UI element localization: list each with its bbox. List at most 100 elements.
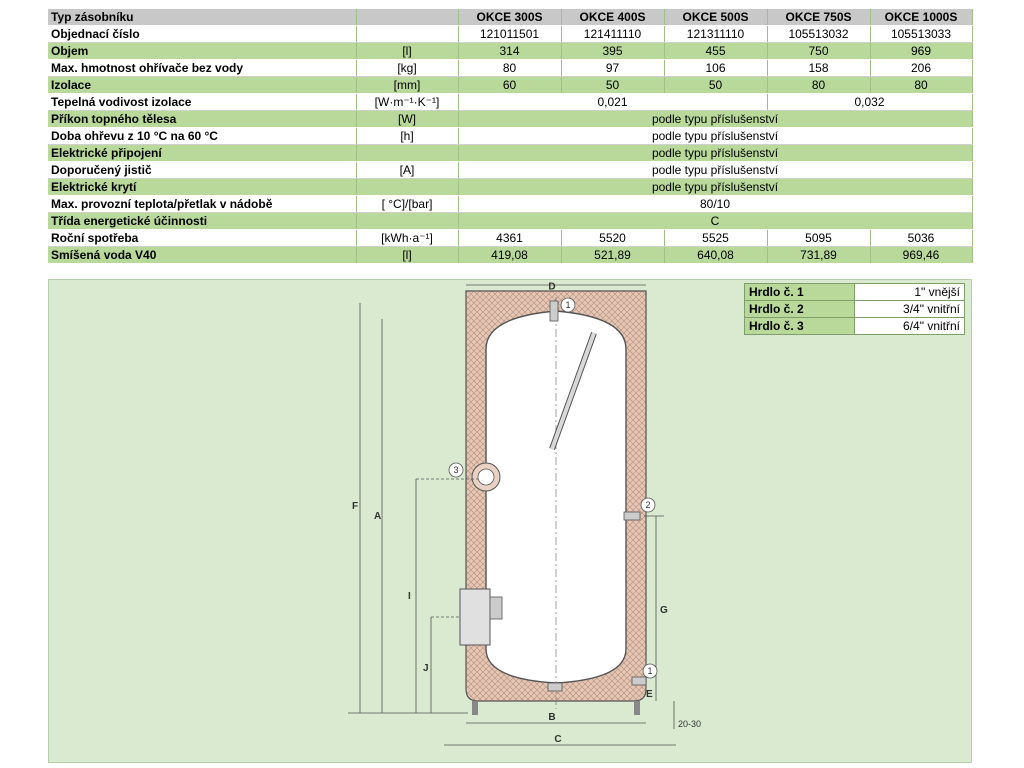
row-unit: [l] (356, 246, 459, 264)
row-unit: [h] (356, 127, 459, 145)
row-value: 80 (870, 76, 973, 94)
callout-1-bottom: 1 (647, 666, 652, 676)
dim-label-c: C (554, 734, 561, 745)
callout-2-icon (640, 497, 656, 513)
row-unit: [mm] (356, 76, 459, 94)
dim-label-g: G (660, 605, 668, 616)
hrdlo-value: 3/4" vnitřní (854, 300, 965, 318)
row-value: 97 (561, 59, 665, 77)
row-value: 80/10 (458, 195, 973, 213)
tank-diagram: D F A I J G E B C 20-30 1 2 3 1 (348, 281, 701, 746)
row-value: 80 (767, 76, 871, 94)
row-value: 5095 (767, 229, 871, 247)
row-value: 750 (767, 42, 871, 60)
row-value: 419,08 (458, 246, 562, 264)
row-unit: [ °C]/[bar] (356, 195, 459, 213)
model-column-header: OKCE 750S (767, 9, 871, 26)
row-label: Smíšená voda V40 (48, 246, 357, 264)
port-1-bottom (631, 676, 647, 686)
model-column-header: OKCE 400S (561, 9, 665, 26)
row-value: 121411110 (561, 25, 665, 43)
header-label: Typ zásobníku (48, 9, 357, 26)
callout-3-icon (448, 462, 464, 478)
row-unit: [A] (356, 161, 459, 179)
row-value: C (458, 212, 973, 230)
row-value: 969,46 (870, 246, 973, 264)
row-label: Max. hmotnost ohřívače bez vody (48, 59, 357, 77)
row-value: 121011501 (458, 25, 562, 43)
row-label: Objednací číslo (48, 25, 357, 43)
callout-2: 2 (645, 500, 650, 510)
row-value: podle typu příslušenství (458, 178, 973, 196)
dim-label-f: F (352, 501, 358, 512)
row-value: 455 (664, 42, 768, 60)
table-row: Doporučený jistič[A]podle typu příslušen… (48, 161, 973, 179)
row-label: Elektrické krytí (48, 178, 357, 196)
row-unit (356, 25, 459, 43)
callout-1-top: 1 (565, 300, 570, 310)
row-value: 731,89 (767, 246, 871, 264)
row-unit: [kg] (356, 59, 459, 77)
row-label: Objem (48, 42, 357, 60)
row-value: 50 (561, 76, 665, 94)
callout-3: 3 (453, 465, 458, 475)
row-value: 395 (561, 42, 665, 60)
heater-flange (459, 588, 491, 646)
model-column-header: OKCE 300S (458, 9, 562, 26)
row-value: podle typu příslušenství (458, 161, 973, 179)
hrdlo-label: Hrdlo č. 3 (744, 317, 855, 335)
top-pipe (549, 300, 559, 322)
table-row: Elektrické krytí podle typu příslušenství (48, 178, 973, 196)
row-label: Elektrické připojení (48, 144, 357, 162)
row-value: 105513032 (767, 25, 871, 43)
row-value: 121311110 (664, 25, 768, 43)
callout-1-top-icon (560, 297, 576, 313)
row-unit: [W] (356, 110, 459, 128)
row-unit: [kWh·a⁻¹] (356, 229, 459, 247)
row-value: 50 (664, 76, 768, 94)
port-2 (623, 511, 641, 521)
hrdlo-label: Hrdlo č. 2 (744, 300, 855, 318)
row-label: Doba ohřevu z 10 °C na 60 °C (48, 127, 357, 145)
row-value: podle typu příslušenství (458, 144, 973, 162)
row-label: Roční spotřeba (48, 229, 357, 247)
row-value: 206 (870, 59, 973, 77)
row-value: 0,021 (458, 93, 768, 111)
row-value: 5520 (561, 229, 665, 247)
row-value: 521,89 (561, 246, 665, 264)
table-row: Tepelná vodivost izolace[W·m⁻¹·K⁻¹]0,021… (48, 93, 973, 111)
model-column-header: OKCE 1000S (870, 9, 973, 26)
table-row: Doba ohřevu z 10 °C na 60 °C[h]podle typ… (48, 127, 973, 145)
table-row: Příkon topného tělesa[W]podle typu přísl… (48, 110, 973, 128)
row-value: 5036 (870, 229, 973, 247)
hrdlo-label: Hrdlo č. 1 (744, 283, 855, 301)
row-label: Max. provozní teplota/přetlak v nádobě (48, 195, 357, 213)
dim-label-gap: 20-30 (678, 719, 701, 729)
row-unit (356, 212, 459, 230)
row-value: 4361 (458, 229, 562, 247)
row-label: Příkon topného tělesa (48, 110, 357, 128)
foot-left (472, 701, 478, 715)
dim-label-j: J (423, 663, 429, 674)
hrdlo-value: 1" vnější (854, 283, 965, 301)
dim-label-e: E (646, 689, 653, 700)
row-value: 105513033 (870, 25, 973, 43)
row-value: podle typu příslušenství (458, 110, 973, 128)
header-unit (356, 9, 459, 26)
table-row: Max. provozní teplota/přetlak v nádobě[ … (48, 195, 973, 213)
bottom-pipe (547, 682, 563, 692)
dim-label-d: D (548, 281, 555, 292)
table-row: Elektrické připojení podle typu příslušen… (48, 144, 973, 162)
row-unit: [W·m⁻¹·K⁻¹] (356, 93, 459, 111)
dim-label-a: A (374, 511, 381, 522)
row-value: 0,032 (767, 93, 973, 111)
